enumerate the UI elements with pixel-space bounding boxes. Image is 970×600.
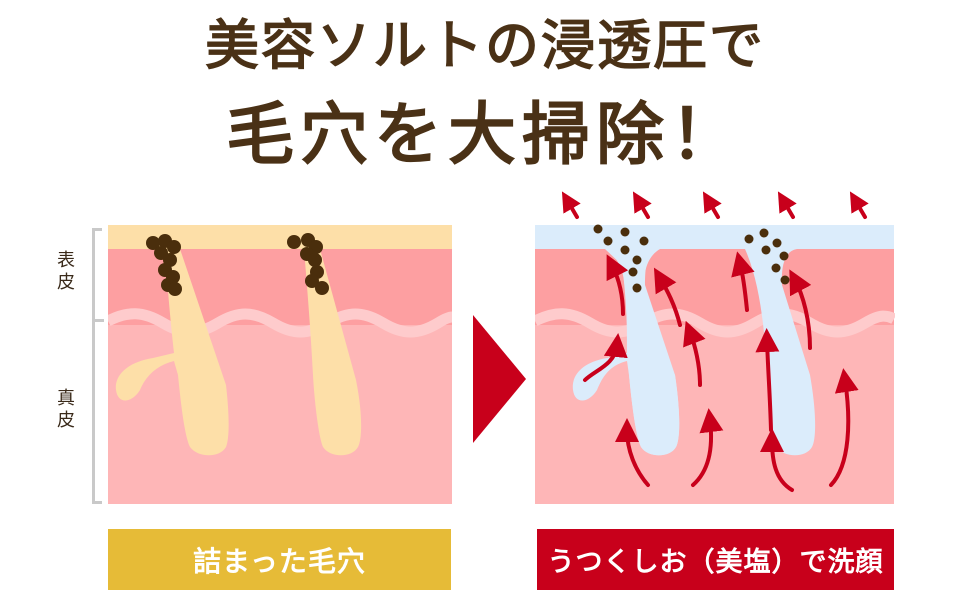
clog-dots-2	[287, 233, 329, 295]
dermis-label: 真 皮	[54, 388, 78, 432]
epidermis-label: 表 皮	[54, 250, 78, 294]
headline-line-2: 毛穴を大掃除！	[225, 95, 744, 175]
dermis-label-text: 真 皮	[57, 388, 75, 431]
headline-line-1: 美容ソルトの浸透圧で	[205, 13, 765, 77]
layer-bracket	[92, 228, 102, 504]
layer-divider-tick	[92, 319, 104, 322]
flow-arrows	[561, 191, 869, 492]
right-triangle-arrow-icon	[473, 315, 526, 443]
before-caption: 詰まった毛穴	[108, 529, 451, 590]
after-caption: うつくしお（美塩）で洗顔	[537, 529, 894, 590]
clog-dots-1	[146, 234, 182, 296]
epidermis-label-text: 表 皮	[57, 250, 75, 293]
before-skin-diagram	[108, 225, 452, 504]
after-skin-diagram	[535, 191, 895, 504]
released-dirt-dots	[593, 224, 790, 293]
